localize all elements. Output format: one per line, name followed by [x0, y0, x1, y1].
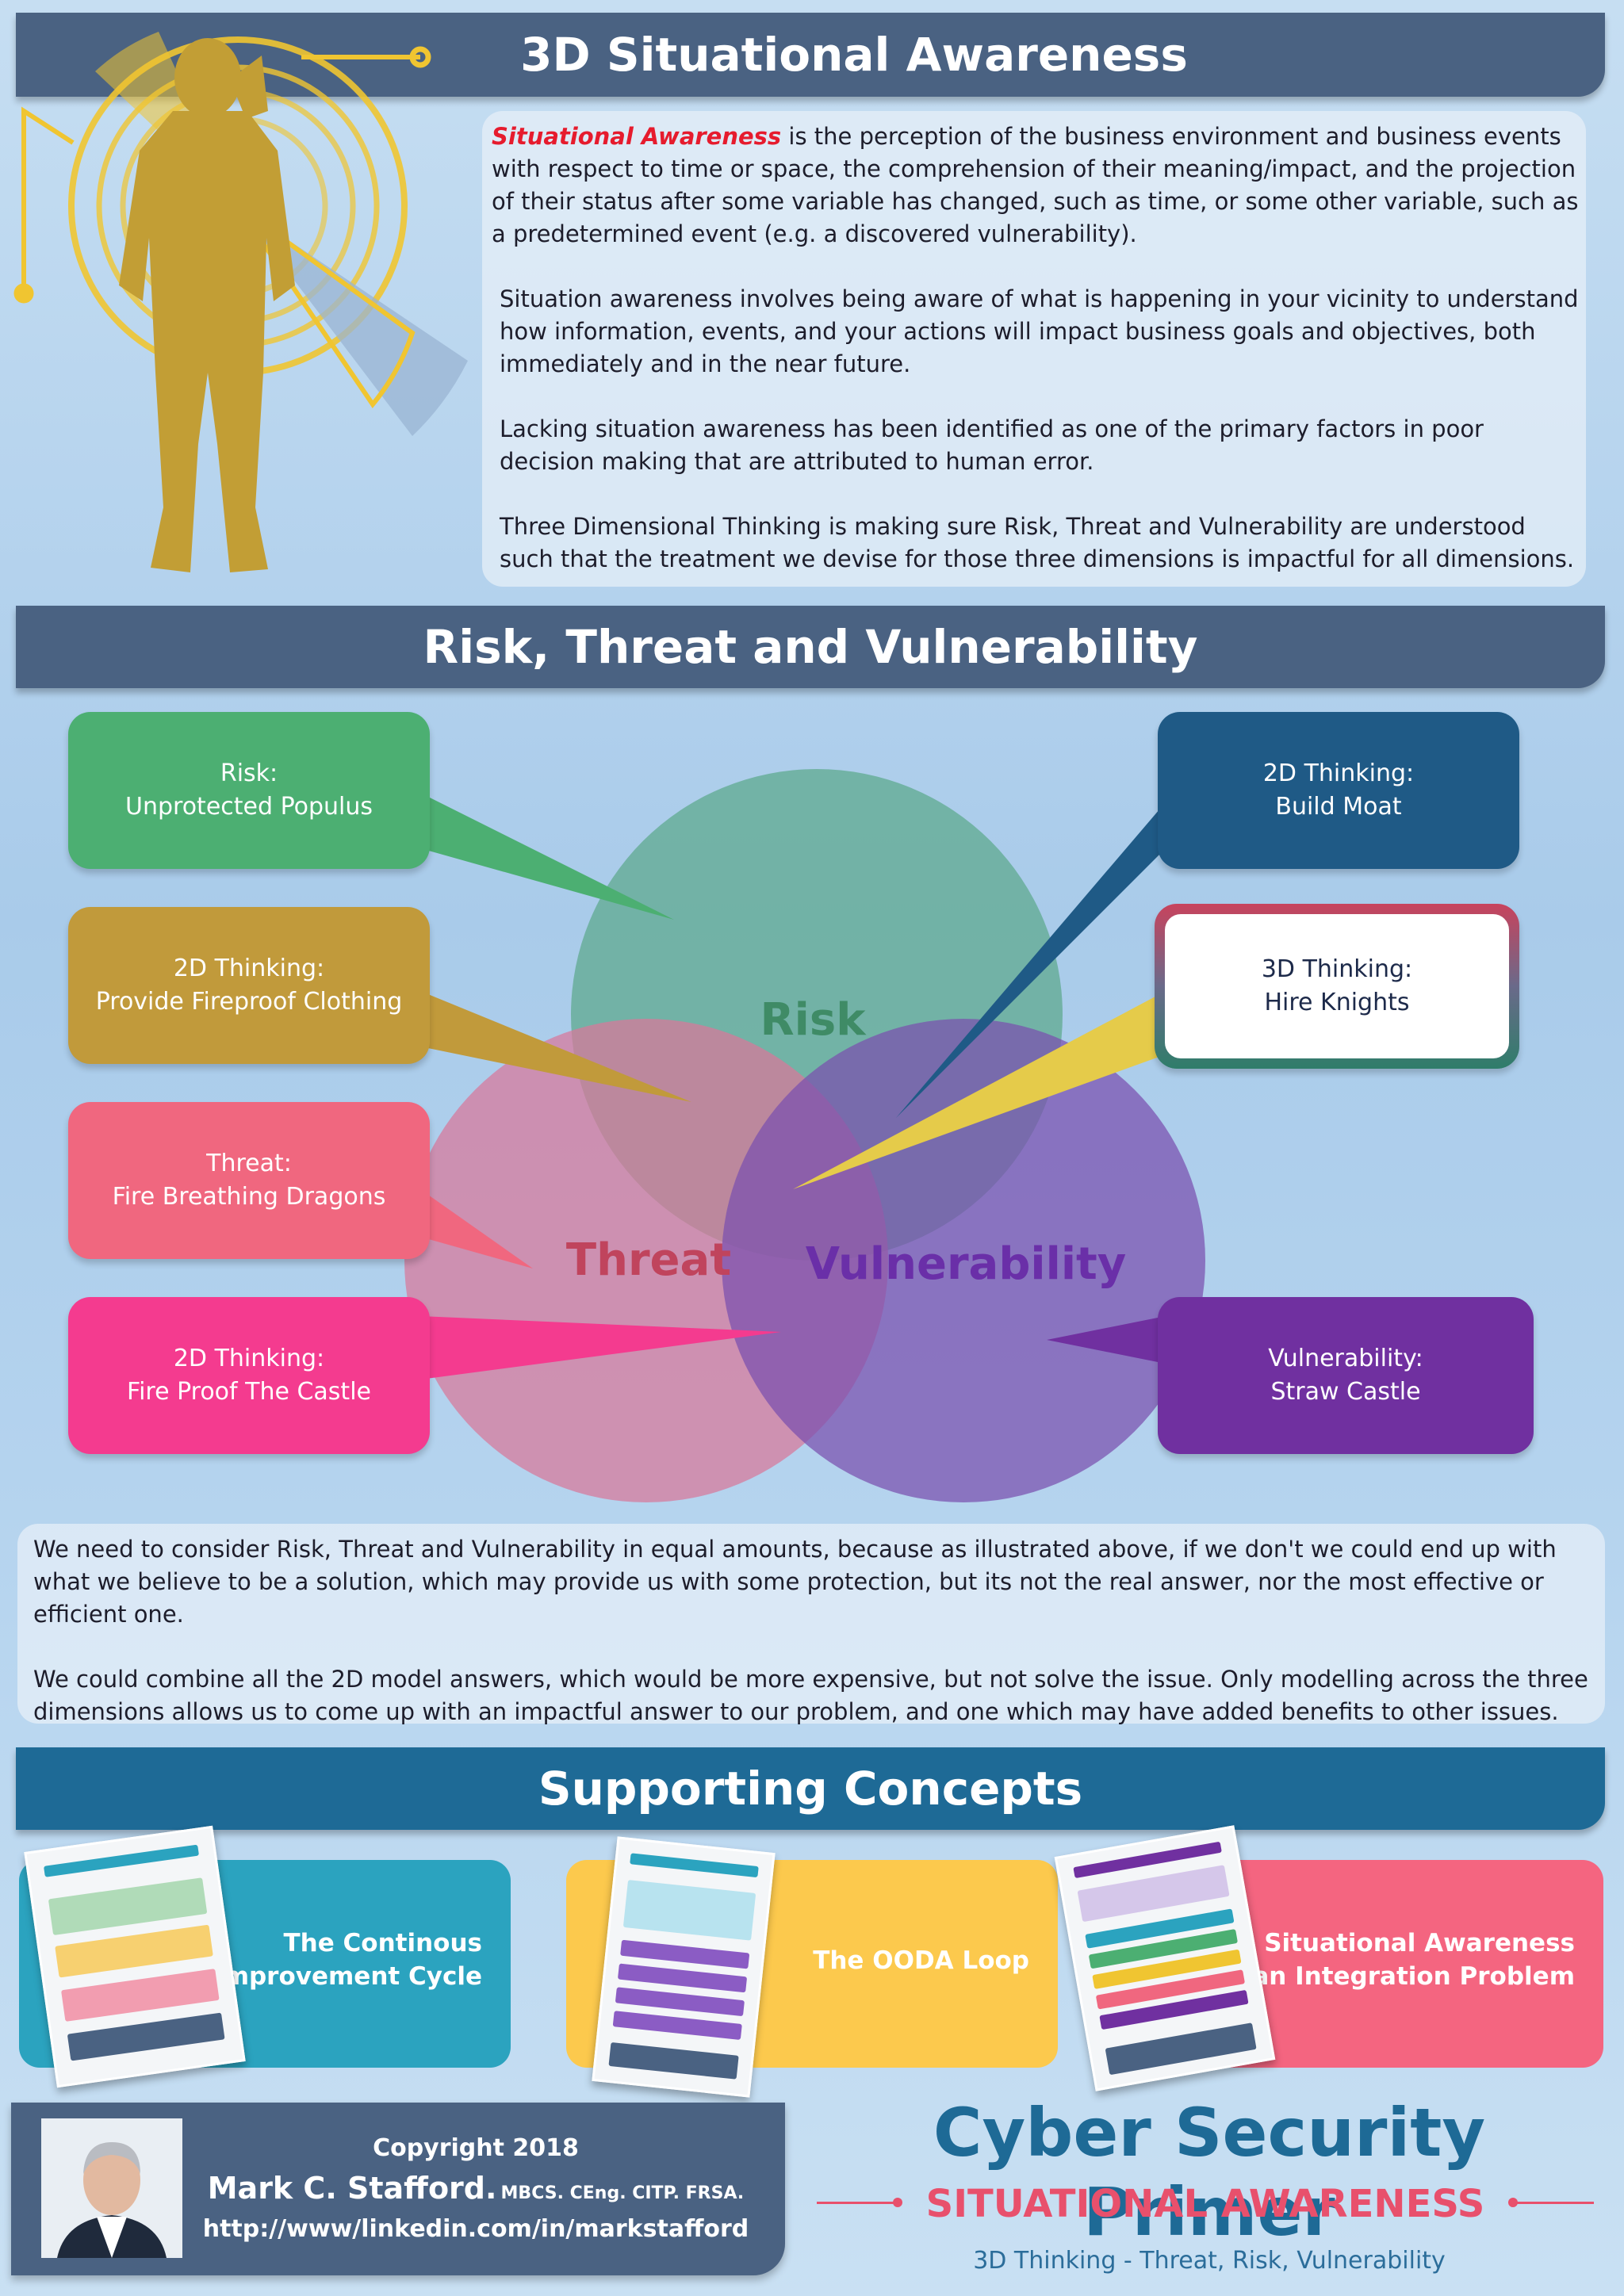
- intro-lead-rest: is the perception of the business enviro…: [492, 123, 1579, 247]
- intro-panel: [482, 111, 1586, 587]
- concept-label: Situational Awareness Its an Integration…: [1208, 1927, 1575, 1993]
- pointer-threat: [420, 1189, 533, 1269]
- callout-risk: Risk: Unprotected Populus: [68, 712, 430, 869]
- pointer-risk: [420, 793, 674, 920]
- callout-straw-castle: Vulnerability: Straw Castle: [1158, 1297, 1534, 1454]
- intro-paragraph-3: Lacking situation awareness has been ide…: [500, 415, 1484, 475]
- callout-hire-knights-line2: Hire Knights: [1264, 989, 1410, 1016]
- author-name-line: Mark C. Stafford. MBCS. CEng. CITP. FRSA…: [198, 2171, 753, 2206]
- explanation-paragraph-1: We need to consider Risk, Threat and Vul…: [33, 1536, 1557, 1628]
- author-url[interactable]: http://www/linkedin.com/in/markstafford: [202, 2215, 749, 2243]
- venn-label-risk: Risk: [760, 994, 868, 1046]
- callout-build-moat: 2D Thinking: Build Moat: [1158, 712, 1519, 869]
- callout-straw-castle-line2: Straw Castle: [1270, 1378, 1421, 1406]
- callout-build-moat-line1: 2D Thinking:: [1262, 760, 1415, 787]
- concept-label-line1: Situational Awareness: [1264, 1929, 1575, 1957]
- pointer-straw-castle: [1047, 1316, 1166, 1364]
- venn-label-threat: Threat: [566, 1234, 731, 1286]
- intro-text: Situational Awareness is the perception …: [492, 121, 1582, 576]
- callout-fireproof-clothing: 2D Thinking: Provide Fireproof Clothing: [68, 907, 430, 1064]
- concept-label-line2: Improvement Cycle: [214, 1962, 482, 1991]
- callout-hire-knights-line1: 3D Thinking:: [1261, 955, 1413, 983]
- concept-label-line1: The Continous: [283, 1929, 482, 1957]
- author-avatar: [41, 2118, 182, 2258]
- brand-tagline: 3D Thinking - Threat, Risk, Vulnerabilit…: [973, 2247, 1446, 2275]
- callout-hire-knights: 3D Thinking: Hire Knights: [1155, 904, 1519, 1069]
- explanation-text: We need to consider Risk, Threat and Vul…: [33, 1533, 1595, 1728]
- venn-label-vulnerability: Vulnerability: [806, 1238, 1127, 1290]
- callout-risk-line2: Unprotected Populus: [125, 793, 373, 821]
- brand-subject-row: SITUATIONAL AWARENESS: [817, 2179, 1594, 2226]
- concept-label: The OODA Loop: [813, 1944, 1029, 1977]
- intro-paragraph-4: Three Dimensional Thinking is making sur…: [500, 513, 1575, 572]
- subject-rule-left: [817, 2202, 896, 2204]
- pointer-build-moat: [896, 793, 1174, 1118]
- venn-circle-vulnerability: [722, 1019, 1205, 1502]
- page-title: 3D Situational Awareness: [520, 28, 1188, 82]
- pointer-fireproof-clothing: [420, 991, 691, 1102]
- concept-thumbnail-continuous-improvement[interactable]: [24, 1825, 246, 2088]
- intro-lead-term: Situational Awareness: [492, 123, 782, 150]
- author-name: Mark C. Stafford.: [207, 2171, 497, 2206]
- callout-build-moat-line2: Build Moat: [1275, 793, 1402, 821]
- subject-dot-right: [1508, 2198, 1518, 2207]
- section-banner-risk-threat-vulnerability: Risk, Threat and Vulnerability: [16, 606, 1605, 688]
- explanation-panel: [17, 1524, 1605, 1724]
- concept-label: The Continous Improvement Cycle: [214, 1927, 482, 1993]
- pointer-fireproof-castle: [420, 1316, 781, 1380]
- explanation-paragraph-2: We could combine all the 2D model answer…: [33, 1666, 1588, 1725]
- brand-subject: SITUATIONAL AWARENESS: [925, 2182, 1485, 2226]
- callout-straw-castle-line1: Vulnerability:: [1268, 1345, 1423, 1372]
- callout-fireproof-castle: 2D Thinking: Fire Proof The Castle: [68, 1297, 430, 1454]
- subject-rule-right: [1515, 2202, 1594, 2204]
- intro-paragraph-1: Situational Awareness is the perception …: [492, 121, 1582, 251]
- section-title: Risk, Threat and Vulnerability: [423, 620, 1198, 674]
- subject-dot-left: [893, 2198, 902, 2207]
- section-banner-supporting-concepts: Supporting Concepts: [16, 1747, 1605, 1830]
- silhouette-illustration: [13, 32, 468, 572]
- callout-risk-line1: Risk:: [220, 760, 278, 787]
- callout-fireproof-castle-line2: Fire Proof The Castle: [127, 1378, 371, 1406]
- brand-title: Cyber Security Primer: [933, 2094, 1486, 2251]
- concept-thumbnail-ooda-loop[interactable]: [592, 1836, 776, 2098]
- callout-threat-line1: Threat:: [206, 1150, 292, 1177]
- callout-threat-line2: Fire Breathing Dragons: [112, 1183, 386, 1211]
- callout-fireproof-castle-line1: 2D Thinking:: [173, 1345, 325, 1372]
- callout-fireproof-clothing-line1: 2D Thinking:: [173, 955, 325, 982]
- intro-paragraph-2: Situation awareness involves being aware…: [500, 285, 1579, 377]
- concept-label-line1: The OODA Loop: [813, 1946, 1029, 1975]
- header-banner: 3D Situational Awareness: [16, 13, 1605, 97]
- pointer-hire-knights: [793, 991, 1166, 1189]
- author-copyright: Copyright 2018: [373, 2134, 579, 2162]
- section-title-supporting: Supporting Concepts: [538, 1762, 1083, 1816]
- venn-diagram: Risk Threat Vulnerability: [404, 769, 1205, 1502]
- callout-threat: Threat: Fire Breathing Dragons: [68, 1102, 430, 1259]
- concept-card-integration-problem[interactable]: Situational Awareness Its an Integration…: [1110, 1860, 1603, 2068]
- author-credentials: MBCS. CEng. CITP. FRSA.: [500, 2183, 745, 2203]
- concept-label-line2: Its an Integration Problem: [1208, 1962, 1575, 1991]
- callout-fireproof-clothing-line2: Provide Fireproof Clothing: [95, 988, 403, 1016]
